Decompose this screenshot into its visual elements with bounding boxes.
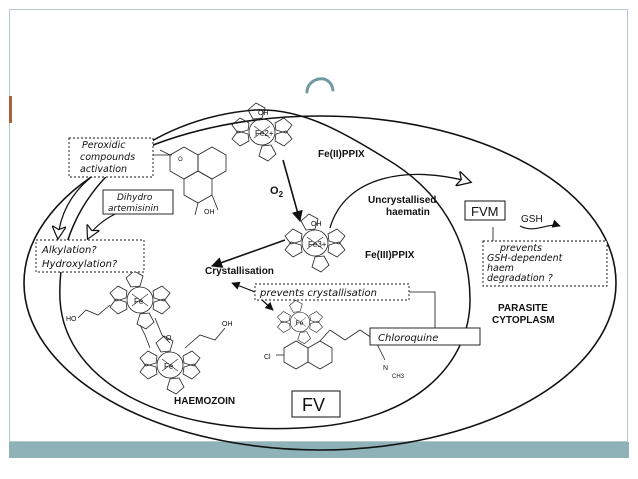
svg-text:Fe: Fe xyxy=(296,320,304,327)
parasite-cytoplasm-line1: PARASITE xyxy=(498,303,548,314)
haemozoin-side-chains xyxy=(77,304,226,349)
haemozoin-o: O xyxy=(166,335,172,342)
chloroquine-ch3: CH3 xyxy=(392,374,405,380)
slide-frame xyxy=(9,9,628,442)
gsh-label: GSH xyxy=(521,214,543,225)
chloroquine-n: N xyxy=(383,365,388,372)
crystallisation-label: Crystallisation xyxy=(205,266,274,277)
parasite-cell-outline xyxy=(23,115,617,451)
hydroxylation-label: Hydroxylation? xyxy=(42,259,118,270)
prevents-crystallisation-label: prevents crystallisation xyxy=(259,288,377,299)
svg-text:OH: OH xyxy=(258,110,269,117)
peroxidic-line2: compounds xyxy=(80,152,135,163)
svg-text:Fe: Fe xyxy=(164,362,174,371)
fv-label: FV xyxy=(302,395,325,415)
alkylation-box xyxy=(35,239,145,273)
prevents-arrow-back xyxy=(231,281,256,293)
haemozoin-porphyrin-upper: Fe xyxy=(109,270,171,330)
fvm-box xyxy=(464,200,506,221)
food-vacuole-outline xyxy=(59,109,471,430)
fe2-label: Fe(II)PPIX xyxy=(318,149,365,160)
left-accent-mark xyxy=(9,96,12,123)
chloroquine-box xyxy=(369,327,481,346)
dihydro-box xyxy=(102,189,174,215)
svg-text:Fe3+: Fe3+ xyxy=(308,240,327,249)
chloroquine-bound-haem: Fe xyxy=(277,299,323,345)
hook-icon xyxy=(305,77,335,94)
fe3-label: Fe(III)PPIX xyxy=(365,250,415,261)
gsh-arrow xyxy=(519,219,561,230)
peroxidic-box xyxy=(68,137,154,178)
peroxidic-line3: activation xyxy=(80,164,127,175)
artemisinin-o: O xyxy=(178,157,183,163)
o2-label: O2 xyxy=(270,185,284,199)
crystallisation-arrow xyxy=(210,239,286,268)
artemisinin-arrow-inner xyxy=(88,213,116,238)
alkylation-label: Alkylation? xyxy=(41,245,97,256)
haemozoin-ho: HO xyxy=(66,316,77,323)
haemozoin-porphyrin-lower: Fe xyxy=(139,335,201,395)
artemisinin-oh: OH xyxy=(204,209,215,216)
prevents-gsh-line1: prevents xyxy=(499,243,542,254)
oxidation-arrow xyxy=(282,159,303,223)
svg-text:Fe: Fe xyxy=(134,297,144,306)
prevents-gsh-line3: haem xyxy=(487,263,514,274)
svg-text:OH: OH xyxy=(311,221,322,228)
uncrystallised-label-line2: haematin xyxy=(386,207,430,218)
fe2-porphyrin-structure: Fe2+ OH xyxy=(231,102,293,162)
parasite-cytoplasm-line2: CYTOPLASM xyxy=(492,315,555,326)
haemozoin-label: HAEMOZOIN xyxy=(174,396,235,407)
dihydro-line1: Dihydro xyxy=(117,193,153,203)
fvm-label: FVM xyxy=(471,204,498,219)
svg-text:Fe2+: Fe2+ xyxy=(255,129,274,138)
chloroquine-label: Chloroquine xyxy=(378,333,438,344)
prevents-gsh-box xyxy=(482,240,608,287)
fv-box xyxy=(291,390,341,418)
uncrystallised-arrow xyxy=(329,174,470,229)
dihydroartemisinin-structure xyxy=(159,146,227,216)
uncrystallised-label-line1: Uncrystallised xyxy=(368,195,436,206)
prevents-gsh-line2: GSH-dependent xyxy=(487,253,564,264)
prevents-arrow-down xyxy=(261,299,274,311)
haemozoin-oh: OH xyxy=(222,321,233,328)
chloroquine-structure xyxy=(276,329,386,370)
fe3-porphyrin-structure: Fe3+ OH xyxy=(284,213,346,273)
dihydro-line2: artemisinin xyxy=(108,204,159,214)
peroxidic-line1: Peroxidic xyxy=(82,140,126,151)
prevents-gsh-line4: degradation ? xyxy=(487,273,553,284)
artemisinin-arrow-outer xyxy=(58,177,91,238)
chloroquine-cl: Cl xyxy=(264,354,271,361)
